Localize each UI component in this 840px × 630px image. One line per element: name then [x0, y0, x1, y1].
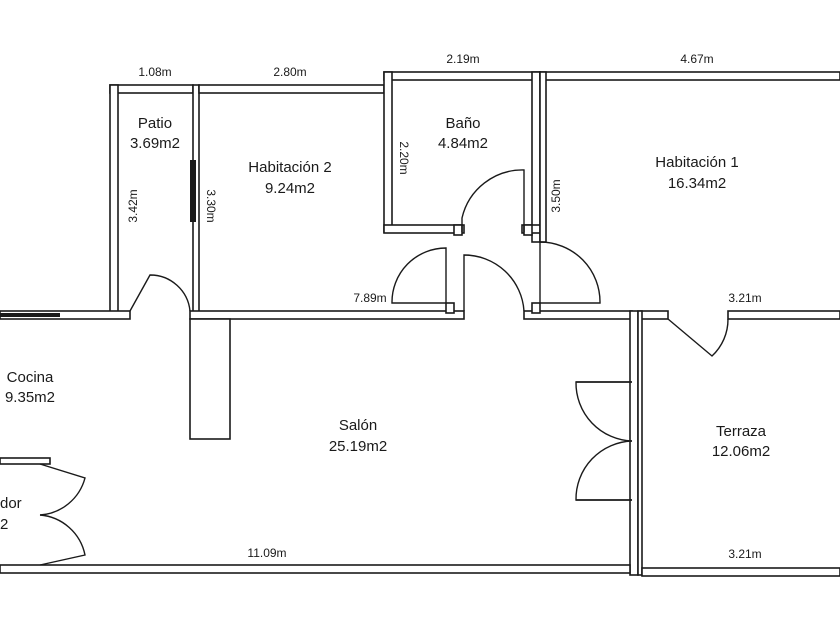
- salon-double-door-top: [575, 381, 633, 442]
- dim-hab1-top: 4.67m: [680, 52, 713, 66]
- hab2-area: 9.24m2: [265, 180, 315, 197]
- bano-name: Baño: [445, 115, 480, 132]
- bottom-wall-terraza: [641, 567, 840, 577]
- patio-wall-left: [109, 84, 119, 314]
- comedor-wall: [0, 457, 51, 465]
- dim-hab1-side: 3.50m: [549, 179, 563, 212]
- hab1-wall-top: [539, 71, 840, 81]
- door-stop-4: [523, 224, 533, 236]
- corridor-wall-d: [639, 310, 669, 320]
- salon-area: 25.19m2: [329, 438, 387, 455]
- corridor-wall-a: [0, 310, 131, 320]
- patio-wall-top: [109, 84, 194, 94]
- terraza-door-swing: [667, 318, 729, 357]
- dim-salon-bottom: 11.09m: [247, 546, 286, 560]
- comedor-door-bottom: [39, 514, 86, 566]
- hab2-wall-top: [198, 84, 385, 94]
- salon-name: Salón: [339, 417, 377, 434]
- bano-door-swing: [461, 169, 525, 232]
- dim-bano-top: 2.19m: [446, 52, 479, 66]
- dim-patio-side: 3.42m: [126, 189, 140, 222]
- bano-wall-bottom-left: [383, 224, 465, 234]
- bano-wall-top: [383, 71, 541, 81]
- patio-window: [190, 160, 196, 222]
- hab1-name: Habitación 1: [655, 154, 738, 171]
- comedor-name: dor: [0, 495, 22, 512]
- hab2-door-swing: [391, 247, 447, 304]
- dim-hab2-top: 2.80m: [273, 65, 306, 79]
- dim-terraza-top: 3.21m: [728, 291, 761, 305]
- patio-name: Patio: [138, 115, 172, 132]
- salon-double-door-bottom: [575, 440, 633, 501]
- corridor-door-swing: [463, 254, 525, 312]
- corridor-wall-b: [189, 310, 465, 320]
- partition-column: [189, 318, 231, 440]
- hab1-door-swing: [539, 241, 601, 304]
- comedor-door-top: [39, 463, 86, 516]
- door-stop-3: [453, 224, 463, 236]
- dim-hall: 7.89m: [353, 291, 386, 305]
- cocina-name: Cocina: [7, 369, 54, 386]
- patio-area: 3.69m2: [130, 135, 180, 152]
- bottom-wall-salon: [0, 564, 631, 574]
- kitchen-window: [0, 313, 60, 317]
- comedor-area: 2: [0, 516, 8, 533]
- patio-door-swing: [129, 274, 191, 312]
- terraza-area: 12.06m2: [712, 443, 770, 460]
- dim-hab2-side: 3.30m: [204, 189, 218, 222]
- hab1-wall-left: [539, 71, 547, 243]
- bano-wall-right: [531, 71, 541, 243]
- dim-patio-top: 1.08m: [138, 65, 171, 79]
- corridor-wall-e: [727, 310, 840, 320]
- salon-terraza-wall-2: [637, 310, 643, 576]
- door-stop-2: [531, 302, 541, 314]
- door-stop-1: [445, 302, 455, 314]
- dim-terraza-bottom: 3.21m: [728, 547, 761, 561]
- hab1-area: 16.34m2: [668, 175, 726, 192]
- bano-area: 4.84m2: [438, 135, 488, 152]
- bano-wall-left: [383, 71, 393, 233]
- dim-bano-side: 2.20m: [397, 141, 411, 174]
- salon-terraza-wall: [629, 310, 639, 576]
- hab2-name: Habitación 2: [248, 159, 331, 176]
- cocina-area: 9.35m2: [5, 389, 55, 406]
- terraza-name: Terraza: [716, 423, 767, 440]
